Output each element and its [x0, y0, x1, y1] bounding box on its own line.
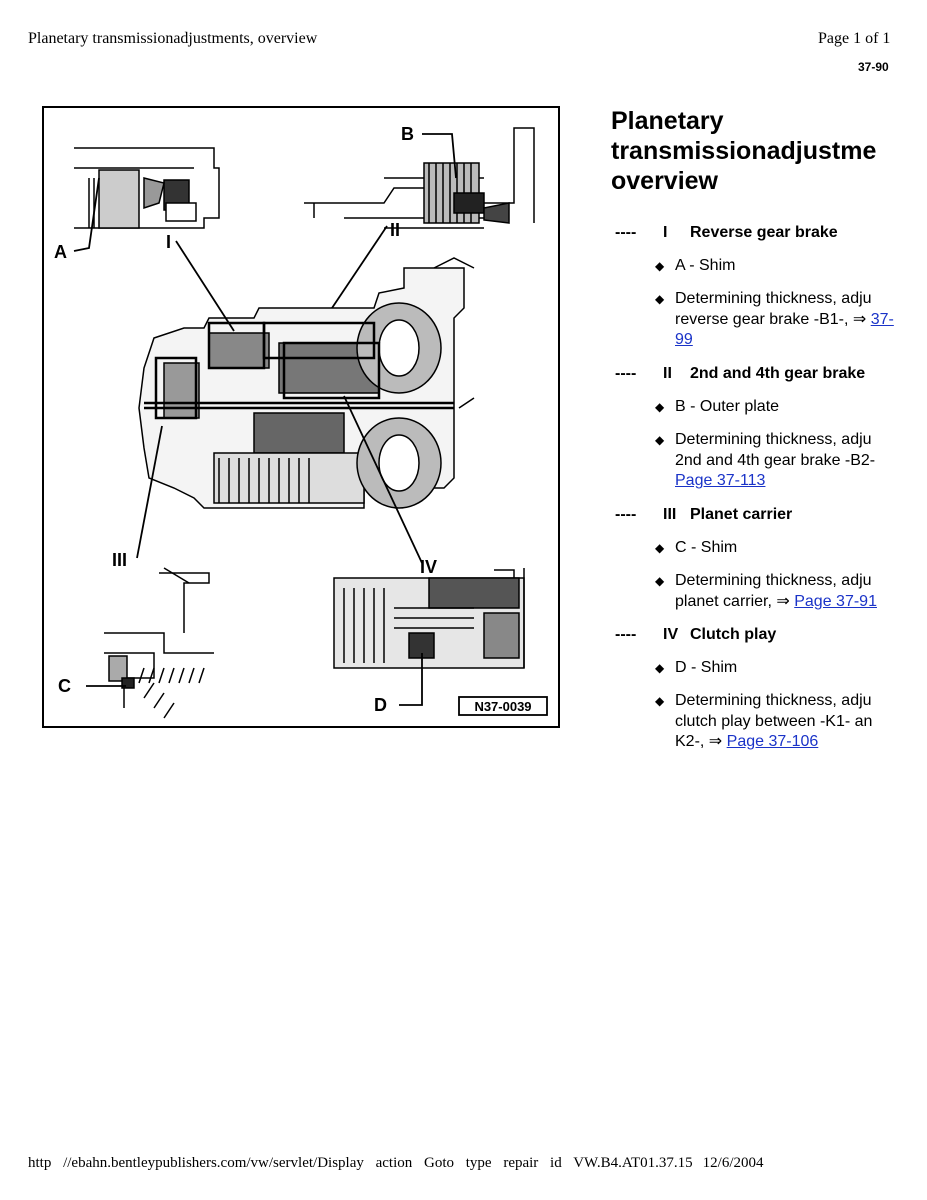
transmission-cross-section [138, 257, 475, 509]
item-text: Determining thickness, adju planet carri… [675, 572, 872, 610]
diamond-bullet-icon: ◆ [655, 292, 665, 306]
callout-d: D [374, 695, 387, 715]
section-title: Clutch play [690, 626, 777, 643]
section-dash: ---- [615, 626, 637, 643]
heading-line-3: overview [611, 167, 719, 195]
diamond-bullet-icon: ◆ [655, 541, 665, 555]
footer-date: 12/6/2004 [702, 1155, 764, 1171]
callout-iii: III [112, 550, 127, 570]
item-text: B - Outer plate [675, 398, 780, 415]
page-link-37-106[interactable]: Page 37-106 [726, 733, 819, 750]
page-link-37-99[interactable]: 37-99 [675, 310, 894, 349]
section-number: I [663, 224, 668, 241]
section-number: IV [663, 626, 679, 643]
heading-line-1: Planetary [611, 107, 724, 135]
list-item: ◆ Determining thickness, adju clutch pla… [655, 691, 901, 753]
list-item: ◆ A - Shim [655, 256, 901, 277]
footer-url: http //ebahn.bentleypublishers.com/vw/se… [28, 1155, 693, 1171]
inset-c-detail [104, 567, 214, 719]
item-text: A - Shim [675, 257, 736, 274]
section-dash: ---- [615, 506, 637, 523]
figure-ref-box [458, 696, 548, 716]
item-text: Determining thickness, adju reverse gear… [675, 290, 872, 328]
inset-d-detail [333, 568, 525, 669]
leader-lines [73, 133, 457, 706]
diamond-bullet-icon: ◆ [655, 574, 665, 588]
callout-iv: IV [420, 557, 437, 577]
list-item: ◆ Determining thickness, adju 2nd and 4t… [655, 430, 901, 492]
transmission-diagram: A B I II III IV C D N37-0039 [42, 106, 560, 728]
section-dash: ---- [615, 224, 637, 241]
page-link-37-113[interactable]: Page 37-113 [675, 472, 766, 489]
item-text: Determining thickness, adju clutch play … [675, 692, 873, 750]
callout-b: B [401, 124, 414, 144]
callout-c: C [58, 676, 71, 696]
callout-i: I [166, 232, 171, 252]
list-item: ◆ D - Shim [655, 658, 901, 679]
section-title: 2nd and 4th gear brake [690, 365, 866, 382]
diamond-bullet-icon: ◆ [655, 259, 665, 273]
page-heading: Planetary transmissionadjustme overview [611, 106, 901, 196]
figure-ref: N37-0039 [474, 699, 531, 714]
page-footer: http //ebahn.bentleypublishers.com/vw/se… [28, 1155, 764, 1172]
list-item: ◆ Determining thickness, adju planet car… [655, 571, 901, 612]
section-title: Reverse gear brake [690, 224, 838, 241]
heading-line-2: transmissionadjustme [611, 137, 877, 165]
section-title: Planet carrier [690, 506, 793, 523]
diamond-bullet-icon: ◆ [655, 400, 665, 414]
diamond-bullet-icon: ◆ [655, 433, 665, 447]
section-number: III [663, 506, 677, 523]
document-title: Planetary transmissionadjustments, overv… [28, 30, 318, 47]
list-item: ◆ B - Outer plate [655, 397, 901, 418]
page-code: 37-90 [858, 60, 889, 74]
callout-ii: II [390, 220, 400, 240]
page-indicator: Page 1 of 1 [818, 30, 891, 47]
list-item: ◆ C - Shim [655, 538, 901, 559]
diamond-bullet-icon: ◆ [655, 661, 665, 675]
diamond-bullet-icon: ◆ [655, 694, 665, 708]
item-text: Determining thickness, adju 2nd and 4th … [675, 431, 876, 469]
transmission-drawing: A B I II III IV C D N37-0039 [54, 124, 548, 719]
list-item: ◆ Determining thickness, adju reverse ge… [655, 289, 901, 351]
section-dash: ---- [615, 365, 637, 382]
main-content: Planetary transmissionadjustme overview … [611, 106, 901, 766]
item-text: D - Shim [675, 659, 738, 676]
callout-a: A [54, 242, 67, 262]
inset-a-detail [74, 147, 220, 229]
section-number: II [663, 365, 672, 382]
page-link-37-91[interactable]: Page 37-91 [794, 592, 877, 610]
item-text: C - Shim [675, 539, 738, 556]
inset-b-detail [304, 127, 535, 229]
